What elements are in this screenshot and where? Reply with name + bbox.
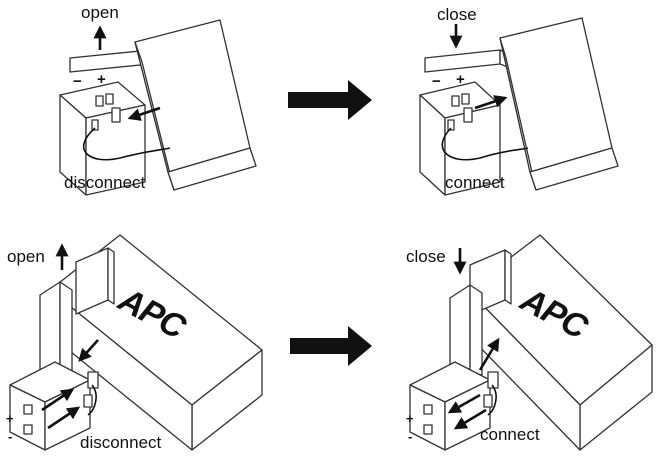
panel-top-left [59, 19, 257, 196]
close-label: close [437, 5, 477, 24]
lid-flap [424, 49, 501, 73]
connector-plug [447, 119, 455, 131]
panel-bottom-right [409, 234, 653, 451]
ups-box [134, 19, 257, 191]
open-label: open [81, 3, 119, 22]
push-arrow [474, 95, 508, 110]
slide-out-arrow [41, 388, 75, 412]
plus-sign: + [97, 71, 106, 88]
disconnect-label: disconnect [64, 173, 146, 192]
panel-top-right [419, 17, 619, 196]
push-arrow [478, 337, 500, 371]
connect-label: connect [480, 425, 540, 444]
pull-arrow [127, 106, 161, 121]
battery-terminal [451, 95, 460, 107]
connector-plug [111, 107, 121, 123]
plus-sign: + [456, 71, 465, 88]
minus-sign: - [8, 429, 13, 444]
slide-in-arrow [447, 393, 481, 414]
battery-pack [409, 361, 491, 451]
battery-pack [59, 81, 146, 196]
battery-cable [487, 384, 497, 416]
connector-plug [83, 394, 93, 408]
open-label: open [7, 247, 45, 266]
plus-sign: + [406, 411, 414, 426]
panel-bottom-left [9, 234, 263, 451]
minus-sign: - [408, 429, 413, 444]
plus-sign: + [6, 411, 14, 426]
disconnect-label: disconnect [80, 433, 162, 452]
battery-terminal [23, 404, 33, 415]
battery-cable [441, 127, 529, 161]
battery-pack [419, 81, 501, 196]
close-label: close [406, 247, 446, 266]
connector-plug [487, 371, 499, 389]
battery-terminal [461, 93, 470, 105]
minus-sign: − [432, 73, 441, 90]
slide-in-arrow [453, 408, 487, 430]
connector-plug [463, 107, 473, 123]
transition-arrow-bottom [290, 326, 372, 366]
connector-plug [87, 371, 99, 389]
ups-box [499, 17, 619, 191]
battery-terminal [95, 95, 104, 107]
battery-terminal [423, 424, 433, 435]
pull-arrow [78, 339, 99, 362]
slide-out-arrow [47, 406, 81, 430]
connector-plug [483, 394, 493, 408]
battery-cable [87, 384, 97, 416]
battery-terminal [23, 424, 33, 435]
ups-box [467, 234, 653, 451]
battery-terminal [423, 404, 433, 415]
minus-sign: − [73, 73, 82, 90]
transition-arrow-top [288, 80, 372, 120]
battery-terminal [105, 93, 114, 105]
connect-label: connect [445, 173, 505, 192]
connector-plug [91, 119, 99, 131]
battery-cable [82, 127, 171, 161]
